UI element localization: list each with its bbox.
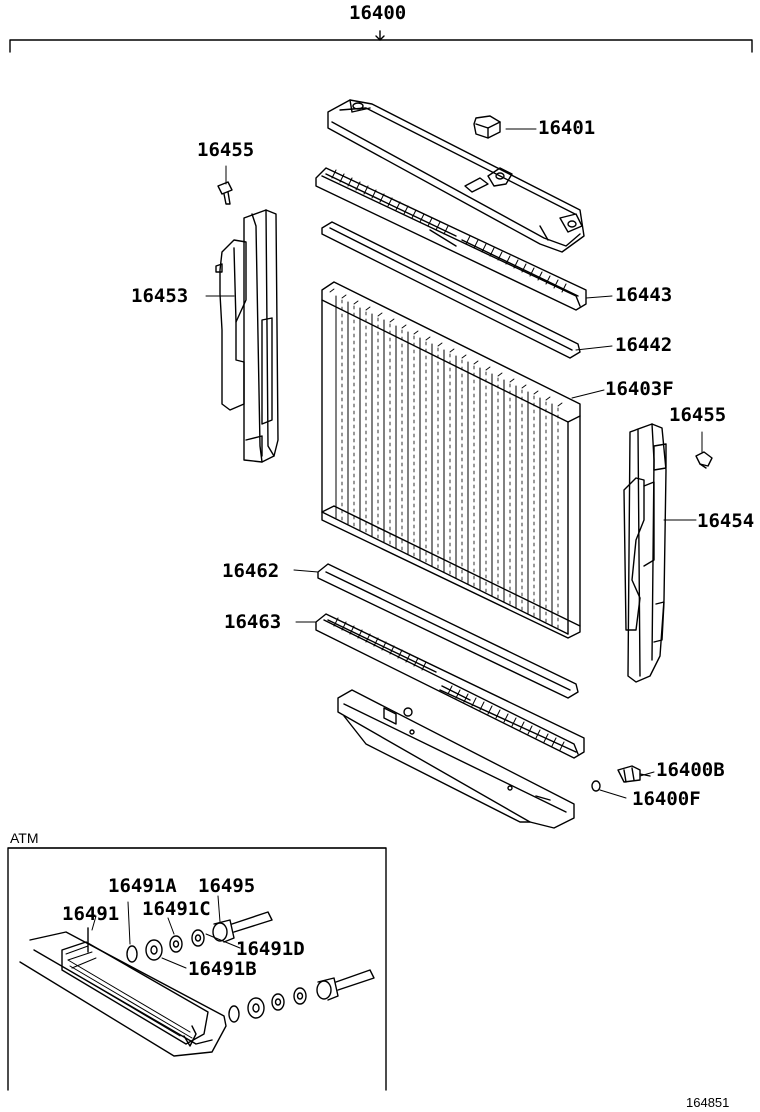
label-bolt-right: 16455 (669, 404, 727, 426)
label-bolt-left: 16455 (197, 139, 255, 161)
lower-seal-frame (315, 613, 585, 759)
oring-16491a (126, 945, 138, 963)
washer-16491b (145, 939, 163, 961)
label-washer-b: 16491B (188, 958, 257, 980)
label-washer-c: 16491C (142, 898, 211, 920)
label-core: 16403F (605, 378, 674, 400)
oil-cooler (19, 927, 227, 1057)
washer-16491d (191, 929, 205, 947)
label-upper-seal-frame: 16443 (615, 284, 673, 306)
oring-lower (228, 1005, 240, 1023)
label-lower-gasket: 16462 (222, 560, 280, 582)
label-drain-oring: 16400F (632, 788, 701, 810)
lower-gasket (317, 563, 579, 699)
label-drain-cock: 16400B (656, 759, 725, 781)
label-oring: 16491A (108, 875, 177, 897)
upper-seal-frame (315, 167, 587, 311)
atm-inset (7, 847, 387, 1091)
radiator-core (321, 281, 581, 639)
right-side-support (623, 423, 667, 683)
washer-lower-3 (293, 987, 307, 1005)
label-lower-seal-frame: 16463 (224, 611, 282, 633)
union-bolt-lower (316, 969, 375, 1001)
left-bolt (217, 181, 233, 205)
upper-tank (327, 99, 585, 253)
leader-lines (205, 128, 703, 799)
washer-16491c (169, 935, 183, 953)
lower-tank (337, 689, 575, 829)
label-left-support: 16453 (131, 285, 189, 307)
label-upper-tank: 16401 (538, 117, 596, 139)
drain-oring (591, 780, 601, 792)
union-bolt-16495 (212, 911, 273, 943)
label-cooler: 16491 (62, 903, 120, 925)
label-union-bolt: 16495 (198, 875, 256, 897)
assembly-bracket (9, 30, 753, 53)
label-upper-gasket: 16442 (615, 334, 673, 356)
inset-title: ATM (10, 830, 39, 846)
right-bolt (695, 451, 713, 469)
label-right-support: 16454 (697, 510, 755, 532)
washer-lower-1 (247, 997, 265, 1019)
drawing-code: 164851 (686, 1095, 730, 1110)
left-side-support (215, 209, 279, 463)
radiator-cap (473, 115, 501, 139)
label-assembly: 16400 (349, 2, 407, 24)
upper-gasket (321, 221, 581, 359)
washer-lower-2 (271, 993, 285, 1011)
label-washer-d: 16491D (236, 938, 305, 960)
